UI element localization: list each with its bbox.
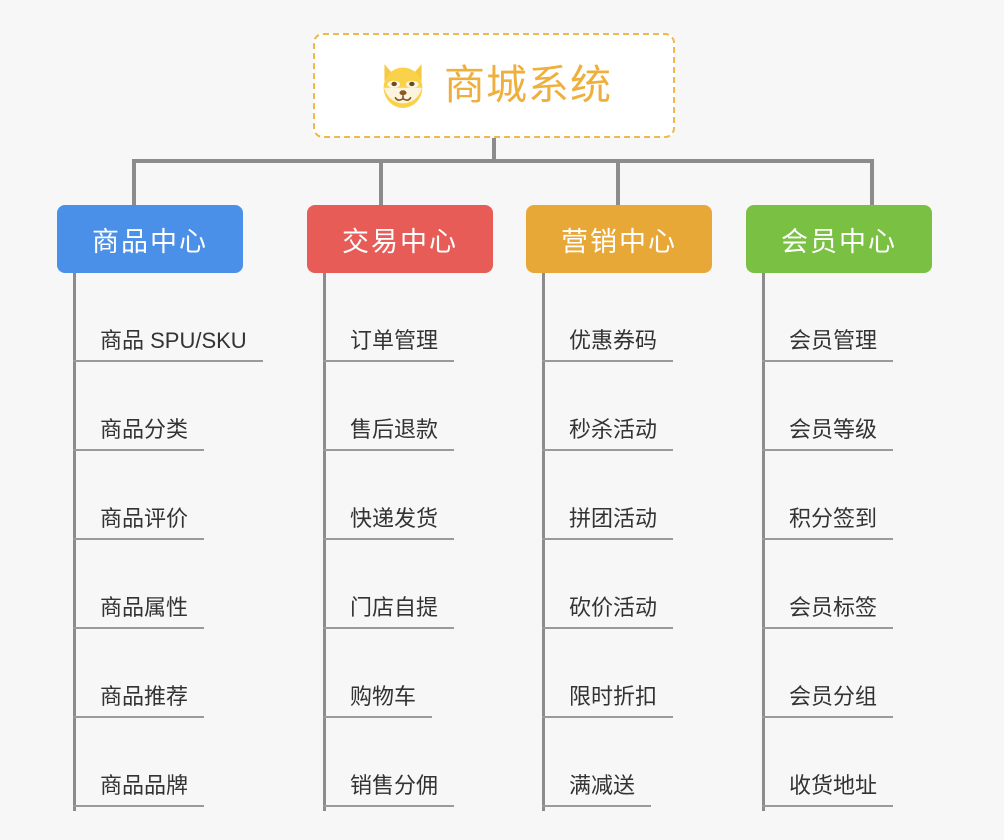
category-header-1[interactable]: 商品中心 (57, 205, 243, 273)
leaf-list: 会员管理会员等级积分签到会员标签会员分组收货地址 (746, 273, 932, 807)
leaf-item[interactable]: 拼团活动 (526, 451, 712, 540)
leaf-item-label: 秒杀活动 (569, 417, 658, 442)
leaf-item-underline (762, 627, 894, 629)
root-node[interactable]: 商城系统 (313, 33, 675, 138)
leaf-item[interactable]: 门店自提 (307, 540, 493, 629)
leaf-list: 商品 SPU/SKU 商品分类商品评价商品属性商品推荐商品品牌 (57, 273, 263, 807)
leaf-item[interactable]: 商品推荐 (57, 629, 243, 718)
leaf-item-label: 商品分类 (100, 417, 189, 442)
leaf-item[interactable]: 优惠券码 (526, 273, 712, 362)
leaf-item-label: 商品属性 (100, 595, 189, 620)
leaf-item[interactable]: 快递发货 (307, 451, 493, 540)
leaf-item[interactable]: 收货地址 (746, 718, 932, 807)
leaf-item[interactable]: 订单管理 (307, 273, 493, 362)
leaf-item-underline (542, 360, 674, 362)
connector-drop-1 (379, 159, 383, 207)
leaf-item-underline (762, 538, 894, 540)
leaf-item-label: 门店自提 (350, 595, 439, 620)
leaf-item-label: 会员标签 (789, 595, 878, 620)
leaf-item-label: 销售分佣 (350, 773, 439, 798)
leaf-item-underline (762, 716, 894, 718)
leaf-item-label: 商品推荐 (100, 684, 189, 709)
category-column-1: 商品中心商品 SPU/SKU 商品分类商品评价商品属性商品推荐商品品牌 (57, 205, 263, 811)
leaf-item[interactable]: 销售分佣 (307, 718, 493, 807)
category-header-2[interactable]: 交易中心 (307, 205, 493, 273)
leaf-item-underline (762, 805, 894, 807)
connector-drop-0 (132, 159, 136, 207)
leaf-item[interactable]: 积分签到 (746, 451, 932, 540)
leaf-item[interactable]: 商品分类 (57, 362, 243, 451)
leaf-item[interactable]: 购物车 (307, 629, 493, 718)
column-spine-3 (542, 273, 545, 811)
leaf-item-label: 优惠券码 (569, 328, 658, 353)
category-header-3[interactable]: 营销中心 (526, 205, 712, 273)
connector-drop-2 (616, 159, 620, 207)
leaf-item[interactable]: 售后退款 (307, 362, 493, 451)
leaf-item[interactable]: 秒杀活动 (526, 362, 712, 451)
leaf-item[interactable]: 砍价活动 (526, 540, 712, 629)
column-spine-1 (73, 273, 76, 811)
leaf-item-label: 砍价活动 (569, 595, 658, 620)
leaf-item-underline (542, 805, 652, 807)
leaf-item-underline (73, 716, 205, 718)
category-header-4[interactable]: 会员中心 (746, 205, 932, 273)
leaf-item[interactable]: 会员等级 (746, 362, 932, 451)
leaf-item[interactable]: 限时折扣 (526, 629, 712, 718)
leaf-item[interactable]: 商品属性 (57, 540, 243, 629)
leaf-item-underline (542, 538, 674, 540)
leaf-item-underline (323, 805, 455, 807)
leaf-item-underline (73, 360, 263, 362)
leaf-item-label: 收货地址 (789, 773, 878, 798)
leaf-list: 优惠券码秒杀活动拼团活动砍价活动限时折扣满减送 (526, 273, 712, 807)
leaf-item[interactable]: 会员管理 (746, 273, 932, 362)
leaf-item-underline (762, 449, 894, 451)
root-title: 商城系统 (444, 62, 612, 108)
leaf-item[interactable]: 会员分组 (746, 629, 932, 718)
shiba-dog-icon (383, 63, 423, 108)
leaf-item-label: 商品评价 (100, 506, 189, 531)
leaf-item-label: 会员等级 (789, 417, 878, 442)
leaf-item-underline (542, 449, 674, 451)
leaf-item[interactable]: 商品评价 (57, 451, 243, 540)
leaf-list: 订单管理售后退款快递发货门店自提购物车销售分佣 (307, 273, 493, 807)
connector-horizontal-bar (132, 159, 874, 163)
category-column-2: 交易中心订单管理售后退款快递发货门店自提购物车销售分佣 (307, 205, 493, 811)
leaf-item-label: 满减送 (569, 773, 636, 798)
leaf-item[interactable]: 商品品牌 (57, 718, 243, 807)
connector-drop-3 (870, 159, 874, 207)
category-column-4: 会员中心会员管理会员等级积分签到会员标签会员分组收货地址 (746, 205, 932, 811)
connector-root-stub (492, 138, 496, 162)
leaf-item-label: 拼团活动 (569, 506, 658, 531)
leaf-item-label: 会员分组 (789, 684, 878, 709)
leaf-item[interactable]: 会员标签 (746, 540, 932, 629)
column-spine-2 (323, 273, 326, 811)
leaf-item-underline (73, 805, 205, 807)
leaf-item-label: 会员管理 (789, 328, 878, 353)
leaf-item-label: 限时折扣 (569, 684, 658, 709)
leaf-item-underline (762, 360, 894, 362)
leaf-item-underline (73, 538, 205, 540)
column-spine-4 (762, 273, 765, 811)
leaf-item-underline (323, 449, 455, 451)
leaf-item-underline (542, 627, 674, 629)
leaf-item-underline (323, 538, 455, 540)
category-column-3: 营销中心优惠券码秒杀活动拼团活动砍价活动限时折扣满减送 (526, 205, 712, 811)
leaf-item-label: 商品 SPU/SKU (100, 328, 247, 353)
leaf-item-label: 商品品牌 (100, 773, 189, 798)
leaf-item-label: 购物车 (350, 684, 417, 709)
leaf-item-label: 售后退款 (350, 417, 439, 442)
leaf-item-label: 订单管理 (350, 328, 439, 353)
leaf-item-underline (73, 449, 205, 451)
leaf-item-underline (323, 360, 455, 362)
leaf-item-underline (73, 627, 205, 629)
leaf-item-label: 积分签到 (789, 506, 878, 531)
leaf-item-underline (542, 716, 674, 718)
leaf-item[interactable]: 商品 SPU/SKU (57, 273, 263, 362)
leaf-item[interactable]: 满减送 (526, 718, 712, 807)
leaf-item-underline (323, 627, 455, 629)
leaf-item-label: 快递发货 (350, 506, 439, 531)
leaf-item-underline (323, 716, 433, 718)
